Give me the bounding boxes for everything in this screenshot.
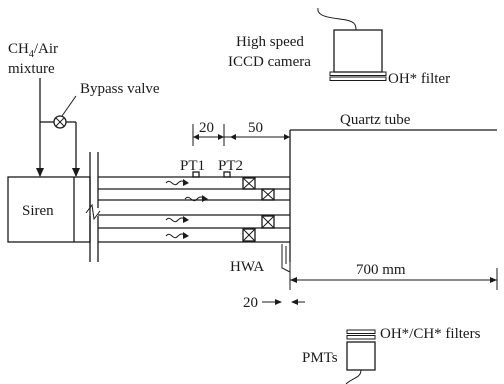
injector-tubes bbox=[98, 176, 290, 243]
iccd-camera bbox=[317, 7, 387, 81]
bypass-valve-icon bbox=[53, 115, 67, 129]
plenum-wall bbox=[85, 152, 101, 262]
camera-label-line1: High speed bbox=[236, 34, 304, 50]
mixture-label-line2: mixture bbox=[8, 61, 55, 77]
quartz-tube-label: Quartz tube bbox=[340, 112, 411, 128]
pmts-label: PMTs bbox=[302, 350, 338, 366]
pt1-label: PT1 bbox=[180, 158, 205, 174]
camera-label-line2: ICCD camera bbox=[228, 54, 311, 70]
pt2-label: PT2 bbox=[218, 158, 243, 174]
swirlers bbox=[242, 177, 275, 242]
dimension-tube-length bbox=[289, 262, 498, 290]
oh-filter-label: OH* filter bbox=[388, 71, 450, 87]
oh-ch-filters-label: OH*/CH* filters bbox=[380, 326, 481, 342]
mixture-label: CH4/Air bbox=[8, 41, 58, 60]
feed-arrows bbox=[36, 168, 80, 177]
feed-lines bbox=[39, 78, 77, 176]
dim-pt2-to-dump-label: 50 bbox=[248, 120, 263, 136]
siren-box bbox=[7, 176, 91, 243]
dim-tube-length-label: 700 mm bbox=[356, 262, 406, 278]
hwa-probe bbox=[281, 244, 291, 273]
dimension-hwa-offset bbox=[262, 299, 305, 305]
pmt-detector bbox=[345, 329, 376, 384]
dim-pt-spacing-label: 20 bbox=[199, 120, 214, 136]
bypass-valve-label: Bypass valve bbox=[80, 81, 160, 97]
flow-swirl-arrows bbox=[165, 179, 208, 239]
dim-hwa-offset-label: 20 bbox=[243, 295, 258, 311]
dimension-pt-spacing bbox=[192, 124, 290, 146]
siren-label: Siren bbox=[22, 203, 54, 219]
pressure-transducer-pt1 bbox=[192, 171, 200, 178]
hwa-label: HWA bbox=[230, 259, 264, 275]
pressure-transducer-pt2 bbox=[223, 171, 231, 178]
quartz-tube bbox=[289, 129, 497, 262]
